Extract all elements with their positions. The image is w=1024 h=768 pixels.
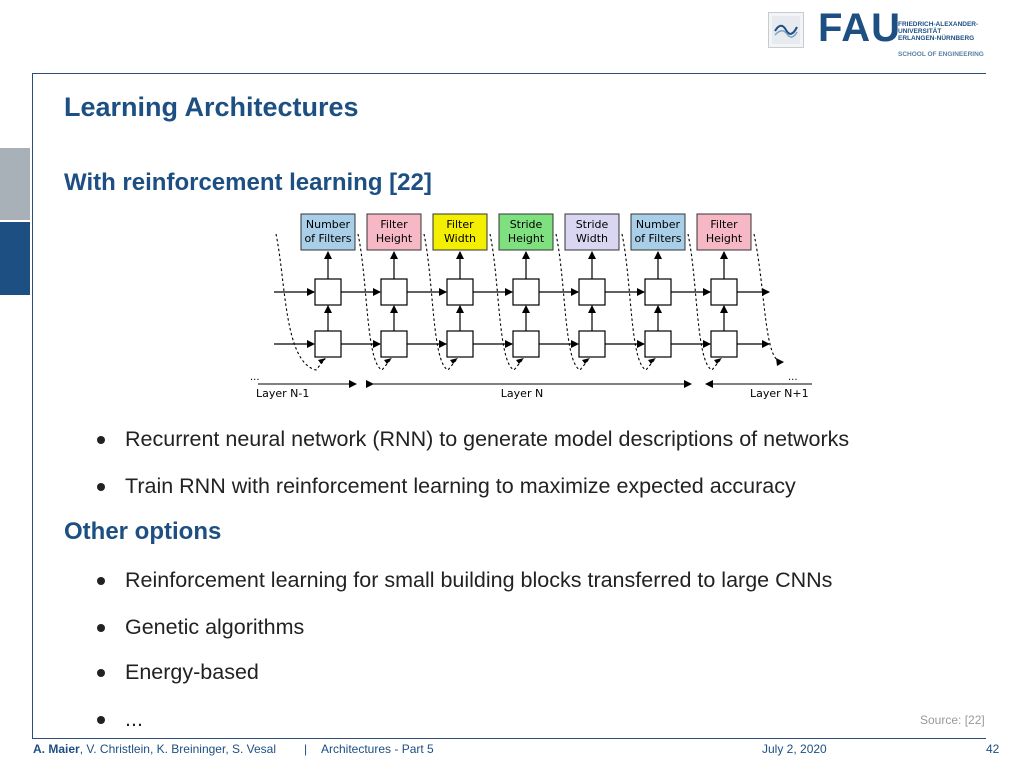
hyperparameter-box	[366, 213, 422, 251]
feedback-dashed-arrow	[753, 233, 783, 363]
layer-ellipsis: ...	[250, 372, 260, 383]
feedback-dashed-arrow	[357, 233, 392, 371]
bullet-dot	[97, 668, 105, 677]
hyperparameter-label: Stride	[510, 218, 543, 231]
hyperparameter-label: Filter	[380, 218, 408, 231]
hyperparameter-label: Stride	[576, 218, 609, 231]
layer-label-prev: Layer N-1	[256, 387, 309, 400]
bullet-text: ...	[125, 707, 143, 731]
university-line: FRIEDRICH-ALEXANDER-	[898, 21, 979, 28]
layer-ellipsis: ...	[788, 372, 798, 383]
rnn-cell	[578, 278, 606, 306]
slide-frame	[32, 73, 986, 739]
section-heading-rl: With reinforcement learning [22]	[64, 169, 432, 196]
bullet-text: Train RNN with reinforcement learning to…	[125, 474, 796, 498]
university-line: UNIVERSITÄT	[898, 28, 942, 35]
bullet-text: Recurrent neural network (RNN) to genera…	[125, 427, 850, 451]
hyperparameter-box	[498, 213, 554, 251]
rnn-cell	[578, 330, 606, 358]
faculty-logo-icon	[772, 16, 800, 44]
feedback-arrowhead	[582, 358, 590, 364]
hyperparameter-label: Height	[376, 232, 413, 245]
feedback-arrowhead	[516, 358, 524, 364]
hyperparameter-box	[432, 213, 488, 251]
hyperparameter-box	[564, 213, 620, 251]
feedback-arrowhead	[450, 358, 458, 364]
hyperparameter-label: Filter	[446, 218, 474, 231]
bullet-dot	[97, 482, 105, 491]
feedback-dashed-arrow	[489, 233, 524, 371]
footer-separator: |	[304, 742, 308, 756]
rnn-cell	[710, 330, 738, 358]
rnn-cell	[446, 278, 474, 306]
bullet-item: Energy-based	[97, 660, 259, 685]
bullet-text: Energy-based	[125, 660, 259, 684]
feedback-arrowhead	[318, 358, 326, 364]
feedback-dashed-arrow	[621, 233, 656, 371]
school-name: SCHOOL OF ENGINEERING	[898, 51, 984, 58]
footer-lead-author: A. Maier	[33, 742, 80, 756]
hyperparameter-label: Height	[706, 232, 743, 245]
hyperparameter-label: Filter	[710, 218, 738, 231]
feedback-arrowhead	[776, 358, 784, 366]
hyperparameter-label: of Filters	[634, 232, 681, 245]
layer-label-current: Layer N	[501, 387, 543, 400]
footer-authors: A. Maier, V. Christlein, K. Breininger, …	[33, 742, 276, 756]
sidebar-gray-block	[0, 148, 30, 220]
layer-label-next: Layer N+1	[750, 387, 809, 400]
bullet-item: Genetic algorithms	[97, 615, 304, 640]
rnn-cell	[644, 330, 672, 358]
bullet-item: Recurrent neural network (RNN) to genera…	[97, 427, 849, 452]
fau-logo: FAU	[818, 6, 901, 50]
bullet-text: Reinforcement learning for small buildin…	[125, 568, 833, 592]
rnn-cell	[380, 330, 408, 358]
feedback-arrowhead	[648, 358, 656, 364]
footer-page-number: 42	[986, 742, 1000, 756]
footer-coauthors: , V. Christlein, K. Breininger, S. Vesal	[79, 742, 277, 756]
hyperparameter-label: Width	[576, 232, 608, 245]
university-name: FRIEDRICH-ALEXANDER- UNIVERSITÄT ERLANGE…	[898, 21, 978, 42]
bullet-dot	[97, 435, 105, 444]
rnn-cell	[380, 278, 408, 306]
feedback-arrowhead	[714, 358, 722, 364]
university-line: ERLANGEN-NÜRNBERG	[898, 35, 975, 42]
bullet-dot	[97, 715, 105, 724]
source-citation: Source: [22]	[920, 713, 985, 727]
rnn-cell	[512, 330, 540, 358]
rnn-cell	[710, 278, 738, 306]
hyperparameter-box	[300, 213, 356, 251]
footer-date: July 2, 2020	[762, 742, 827, 756]
bullet-item: Reinforcement learning for small buildin…	[97, 568, 832, 593]
sidebar-blue-block	[0, 222, 30, 295]
rnn-cell	[314, 330, 342, 358]
rnn-cell	[644, 278, 672, 306]
hyperparameter-label: Height	[508, 232, 545, 245]
feedback-dashed-arrow	[687, 233, 722, 371]
feedback-dashed-arrow	[275, 233, 326, 371]
hyperparameter-box	[696, 213, 752, 251]
rnn-cell	[512, 278, 540, 306]
faculty-logo	[768, 12, 804, 48]
hyperparameter-label: Width	[444, 232, 476, 245]
hyperparameter-label: of Filters	[304, 232, 351, 245]
rnn-cell	[446, 330, 474, 358]
section-heading-other: Other options	[64, 518, 222, 545]
bullet-dot	[97, 623, 105, 632]
slide-title: Learning Architectures	[64, 92, 359, 122]
footer-lecture: Architectures - Part 5	[321, 742, 434, 756]
bullet-dot	[97, 576, 105, 585]
bullet-text: Genetic algorithms	[125, 615, 305, 639]
feedback-dashed-arrow	[555, 233, 590, 371]
hyperparameter-box	[630, 213, 686, 251]
hyperparameter-label: Number	[306, 218, 351, 231]
bullet-item: Train RNN with reinforcement learning to…	[97, 474, 796, 499]
bullet-item: ...	[97, 707, 143, 732]
feedback-dashed-arrow	[423, 233, 458, 371]
hyperparameter-label: Number	[636, 218, 681, 231]
rnn-cell	[314, 278, 342, 306]
feedback-arrowhead	[384, 358, 392, 364]
